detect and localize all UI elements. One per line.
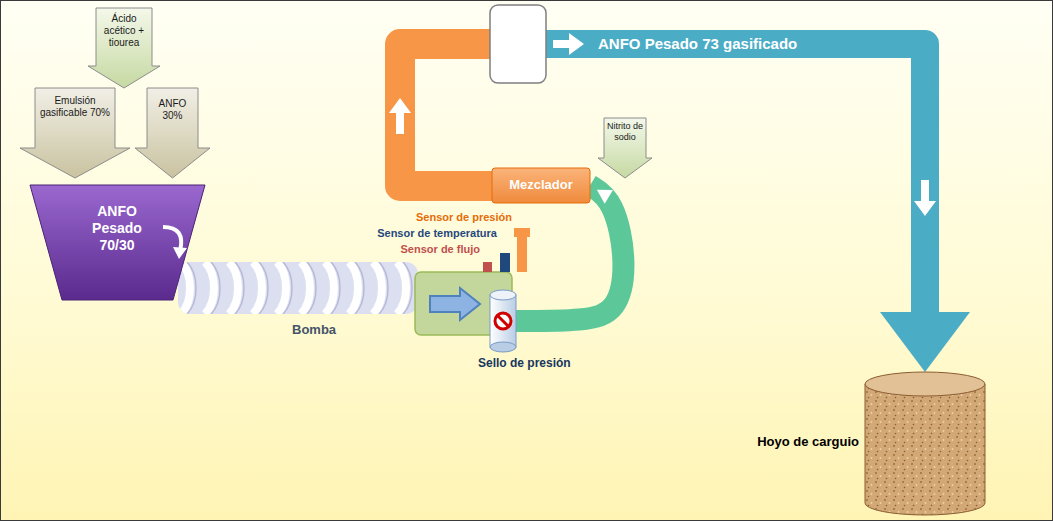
sensor-label: Sensor de temperatura	[377, 227, 497, 239]
flow-arrow	[914, 180, 936, 216]
stop-symbol	[495, 313, 511, 329]
temperature-sensor	[500, 253, 510, 272]
sensor-label: Sensor de flujo	[401, 243, 480, 255]
green-pipe	[516, 186, 623, 322]
arrow-shape	[135, 88, 210, 178]
input-arrow-text: Emulsión gasificable 70%	[37, 95, 113, 119]
hopper-shape	[30, 185, 205, 300]
hopper-text: ANFO Pesado 70/30	[82, 203, 152, 254]
input-arrow: Ácido acético + tiourea	[88, 8, 160, 88]
arrow-shape	[598, 118, 652, 178]
arrow-shape	[20, 88, 130, 178]
arrow-head	[597, 190, 613, 204]
stop-symbol	[498, 316, 509, 327]
gasifying-chamber	[490, 5, 546, 83]
pressure-seal-text: Sello de presión	[478, 356, 571, 370]
input-arrow: Nitrito de sodio	[598, 118, 652, 178]
flow-arrow	[553, 33, 584, 55]
screw-conveyor	[178, 262, 418, 314]
input-arrow-text: Nitrito de sodio	[605, 121, 645, 143]
green-pipe-line	[516, 186, 623, 322]
node-outline	[865, 372, 985, 515]
hole-top	[865, 372, 985, 396]
mixer-box: Mezclador	[492, 168, 590, 203]
screw-thread	[178, 262, 418, 314]
flow-arrow	[389, 98, 411, 134]
input-arrow: Emulsión gasificable 70%	[20, 88, 130, 178]
flow-sensor	[483, 262, 492, 272]
seal-body	[490, 295, 516, 347]
mixer-box-text: Mezclador	[492, 177, 590, 193]
input-arrow-text: ANFO 30%	[149, 98, 196, 122]
seal-end	[490, 342, 516, 352]
flow-arrow	[430, 288, 480, 320]
hopper: ANFO Pesado 70/30	[30, 185, 205, 300]
input-arrow: ANFO 30%	[135, 88, 210, 178]
blue-pipe	[400, 44, 970, 372]
edge-label: ANFO Pesado 73 gasificado	[595, 35, 800, 53]
pump-label: Bomba	[292, 322, 336, 337]
pressure-sensor	[517, 236, 527, 272]
input-arrow-text: Ácido acético + tiourea	[98, 13, 150, 49]
sensor-label: Sensor de presión	[416, 211, 512, 223]
orange-pipe	[400, 44, 492, 186]
blast-hole: Hoyo de carguio	[865, 372, 985, 515]
blast-hole-text: Hoyo de carguio	[757, 434, 859, 450]
arrow-head	[880, 312, 970, 372]
node-outline	[490, 290, 516, 352]
pressure-seal: Sello de presión	[490, 290, 516, 352]
arrow-shape	[88, 8, 160, 88]
mixer-shape	[492, 168, 590, 203]
mixing-arrow-head	[173, 247, 187, 259]
pressure-sensor-cap	[514, 228, 530, 237]
hole-body	[865, 384, 985, 515]
seal-end	[490, 290, 516, 300]
